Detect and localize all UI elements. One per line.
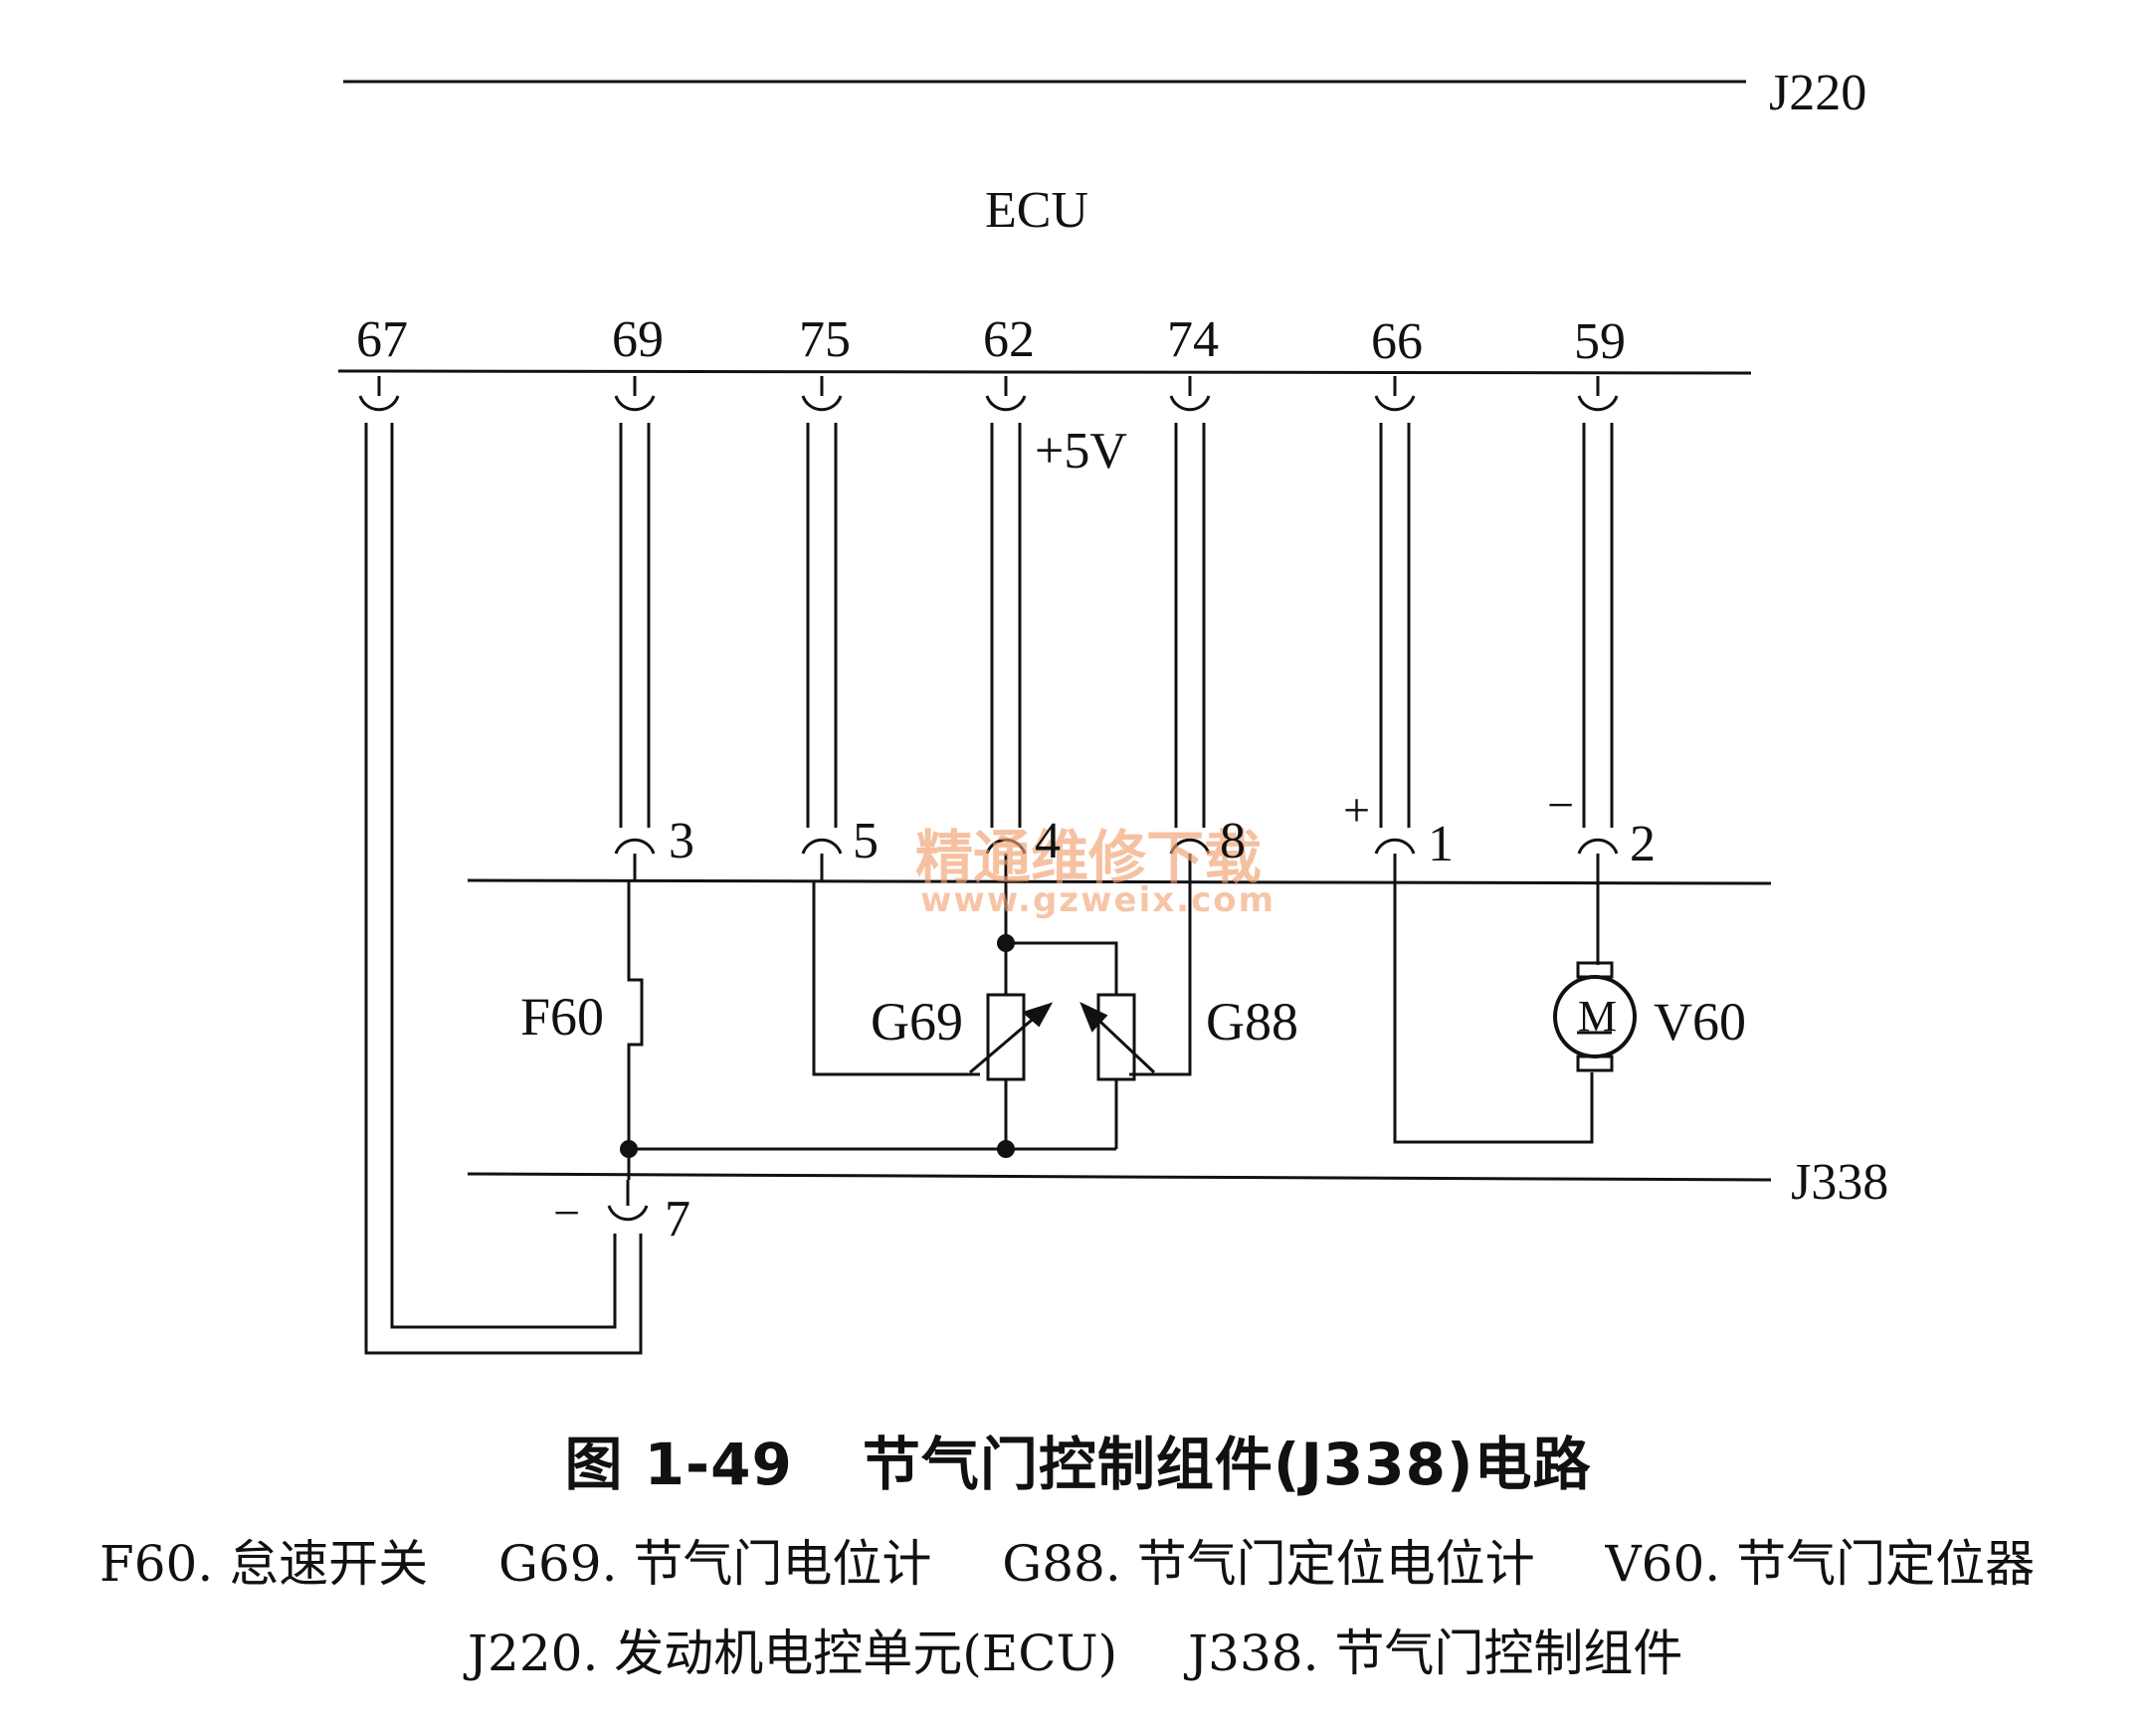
j338-sockets	[607, 838, 1619, 1222]
motor-plus-wire	[1393, 880, 1594, 1144]
ecu-pin-66: 66	[1371, 313, 1423, 370]
legend-line-1: F60. 怠速开关 G69. 节气门电位计 G88. 节气门定位电位计 V60.…	[99, 1524, 2035, 1596]
motor-minus-sign: −	[1547, 779, 1574, 832]
connector-pin-7: 7	[665, 1191, 690, 1247]
ecu-pin-74: 74	[1167, 311, 1219, 368]
ecu-pin-59: 59	[1574, 313, 1626, 370]
connector-pin-5: 5	[853, 813, 879, 869]
figure-title: 节气门控制组件(J338)电路	[862, 1431, 1592, 1498]
connector-pin-3: 3	[669, 813, 694, 869]
wire-pin-74-8	[1174, 423, 1206, 828]
ecu-sockets	[358, 376, 1619, 412]
legend-item-v60: V60. 节气门定位器	[1605, 1535, 2036, 1593]
j220-label: J220	[1769, 65, 1866, 121]
g69-wiper-wire	[812, 880, 980, 1076]
figure-number: 图 1-49	[564, 1431, 793, 1498]
f60-switch	[627, 880, 644, 1149]
v60-motor	[1553, 961, 1637, 1072]
connector-pin-4: 4	[1035, 813, 1061, 869]
plus5v-label: +5V	[1035, 423, 1127, 479]
watermark-url: www.gzweix.com	[920, 880, 1275, 920]
ecu-pin-75: 75	[799, 311, 851, 368]
watermark-cn: 精通维修下载	[915, 824, 1262, 891]
connector-pin-1: 1	[1428, 816, 1454, 872]
legend-item-j338: J338. 节气门控制组件	[1188, 1625, 1683, 1682]
wire-pin-66-1	[1379, 423, 1411, 828]
wire-pin-67-7	[364, 423, 643, 1355]
junction-dots	[620, 934, 1015, 1158]
g88-label: G88	[1206, 992, 1298, 1052]
figure-caption: 图 1-49 节气门控制组件(J338)电路	[0, 1418, 2156, 1501]
ecu-pin-62: 62	[983, 311, 1035, 368]
wire-pin-59-2	[1582, 423, 1614, 828]
ecu-bus-line	[337, 369, 1752, 375]
connector-pin-8: 8	[1220, 813, 1246, 869]
g88-potentiometer	[1079, 993, 1156, 1081]
wire-pin-75-5	[806, 423, 838, 828]
j338-lower-line	[467, 1172, 1772, 1182]
legend-item-g88: G88. 节气门定位电位计	[1002, 1535, 1535, 1593]
plus5v-branch	[1006, 941, 1118, 995]
legend-item-g69: G69. 节气门电位计	[498, 1535, 932, 1593]
g69-label: G69	[871, 992, 963, 1052]
connector-pin-2: 2	[1630, 816, 1656, 872]
g88-wiper-wire	[1129, 880, 1192, 1076]
legend-item-j220: J220. 发动机电控单元(ECU)	[468, 1625, 1118, 1682]
motor-symbol: M	[1578, 992, 1617, 1041]
f60-label: F60	[520, 987, 604, 1047]
ecu-label: ECU	[985, 182, 1088, 239]
j338-upper-line	[467, 878, 1772, 885]
g69-potentiometer	[969, 993, 1054, 1081]
motor-plus-sign: +	[1343, 784, 1370, 837]
wire-pin-69-3	[619, 423, 651, 828]
j338-label: J338	[1791, 1154, 1888, 1211]
wire-pin-62-4	[990, 423, 1022, 828]
v60-label: V60	[1654, 992, 1746, 1052]
legend-line-2: J220. 发动机电控单元(ECU) J338. 节气门控制组件	[468, 1614, 1682, 1685]
ecu-pin-69: 69	[612, 311, 664, 368]
ecu-pin-67: 67	[356, 311, 408, 368]
ground-minus-sign: −	[553, 1187, 580, 1240]
legend-item-f60: F60. 怠速开关	[99, 1535, 429, 1593]
caption-title-row: 图 1-49 节气门控制组件(J338)电路	[0, 1418, 2156, 1501]
